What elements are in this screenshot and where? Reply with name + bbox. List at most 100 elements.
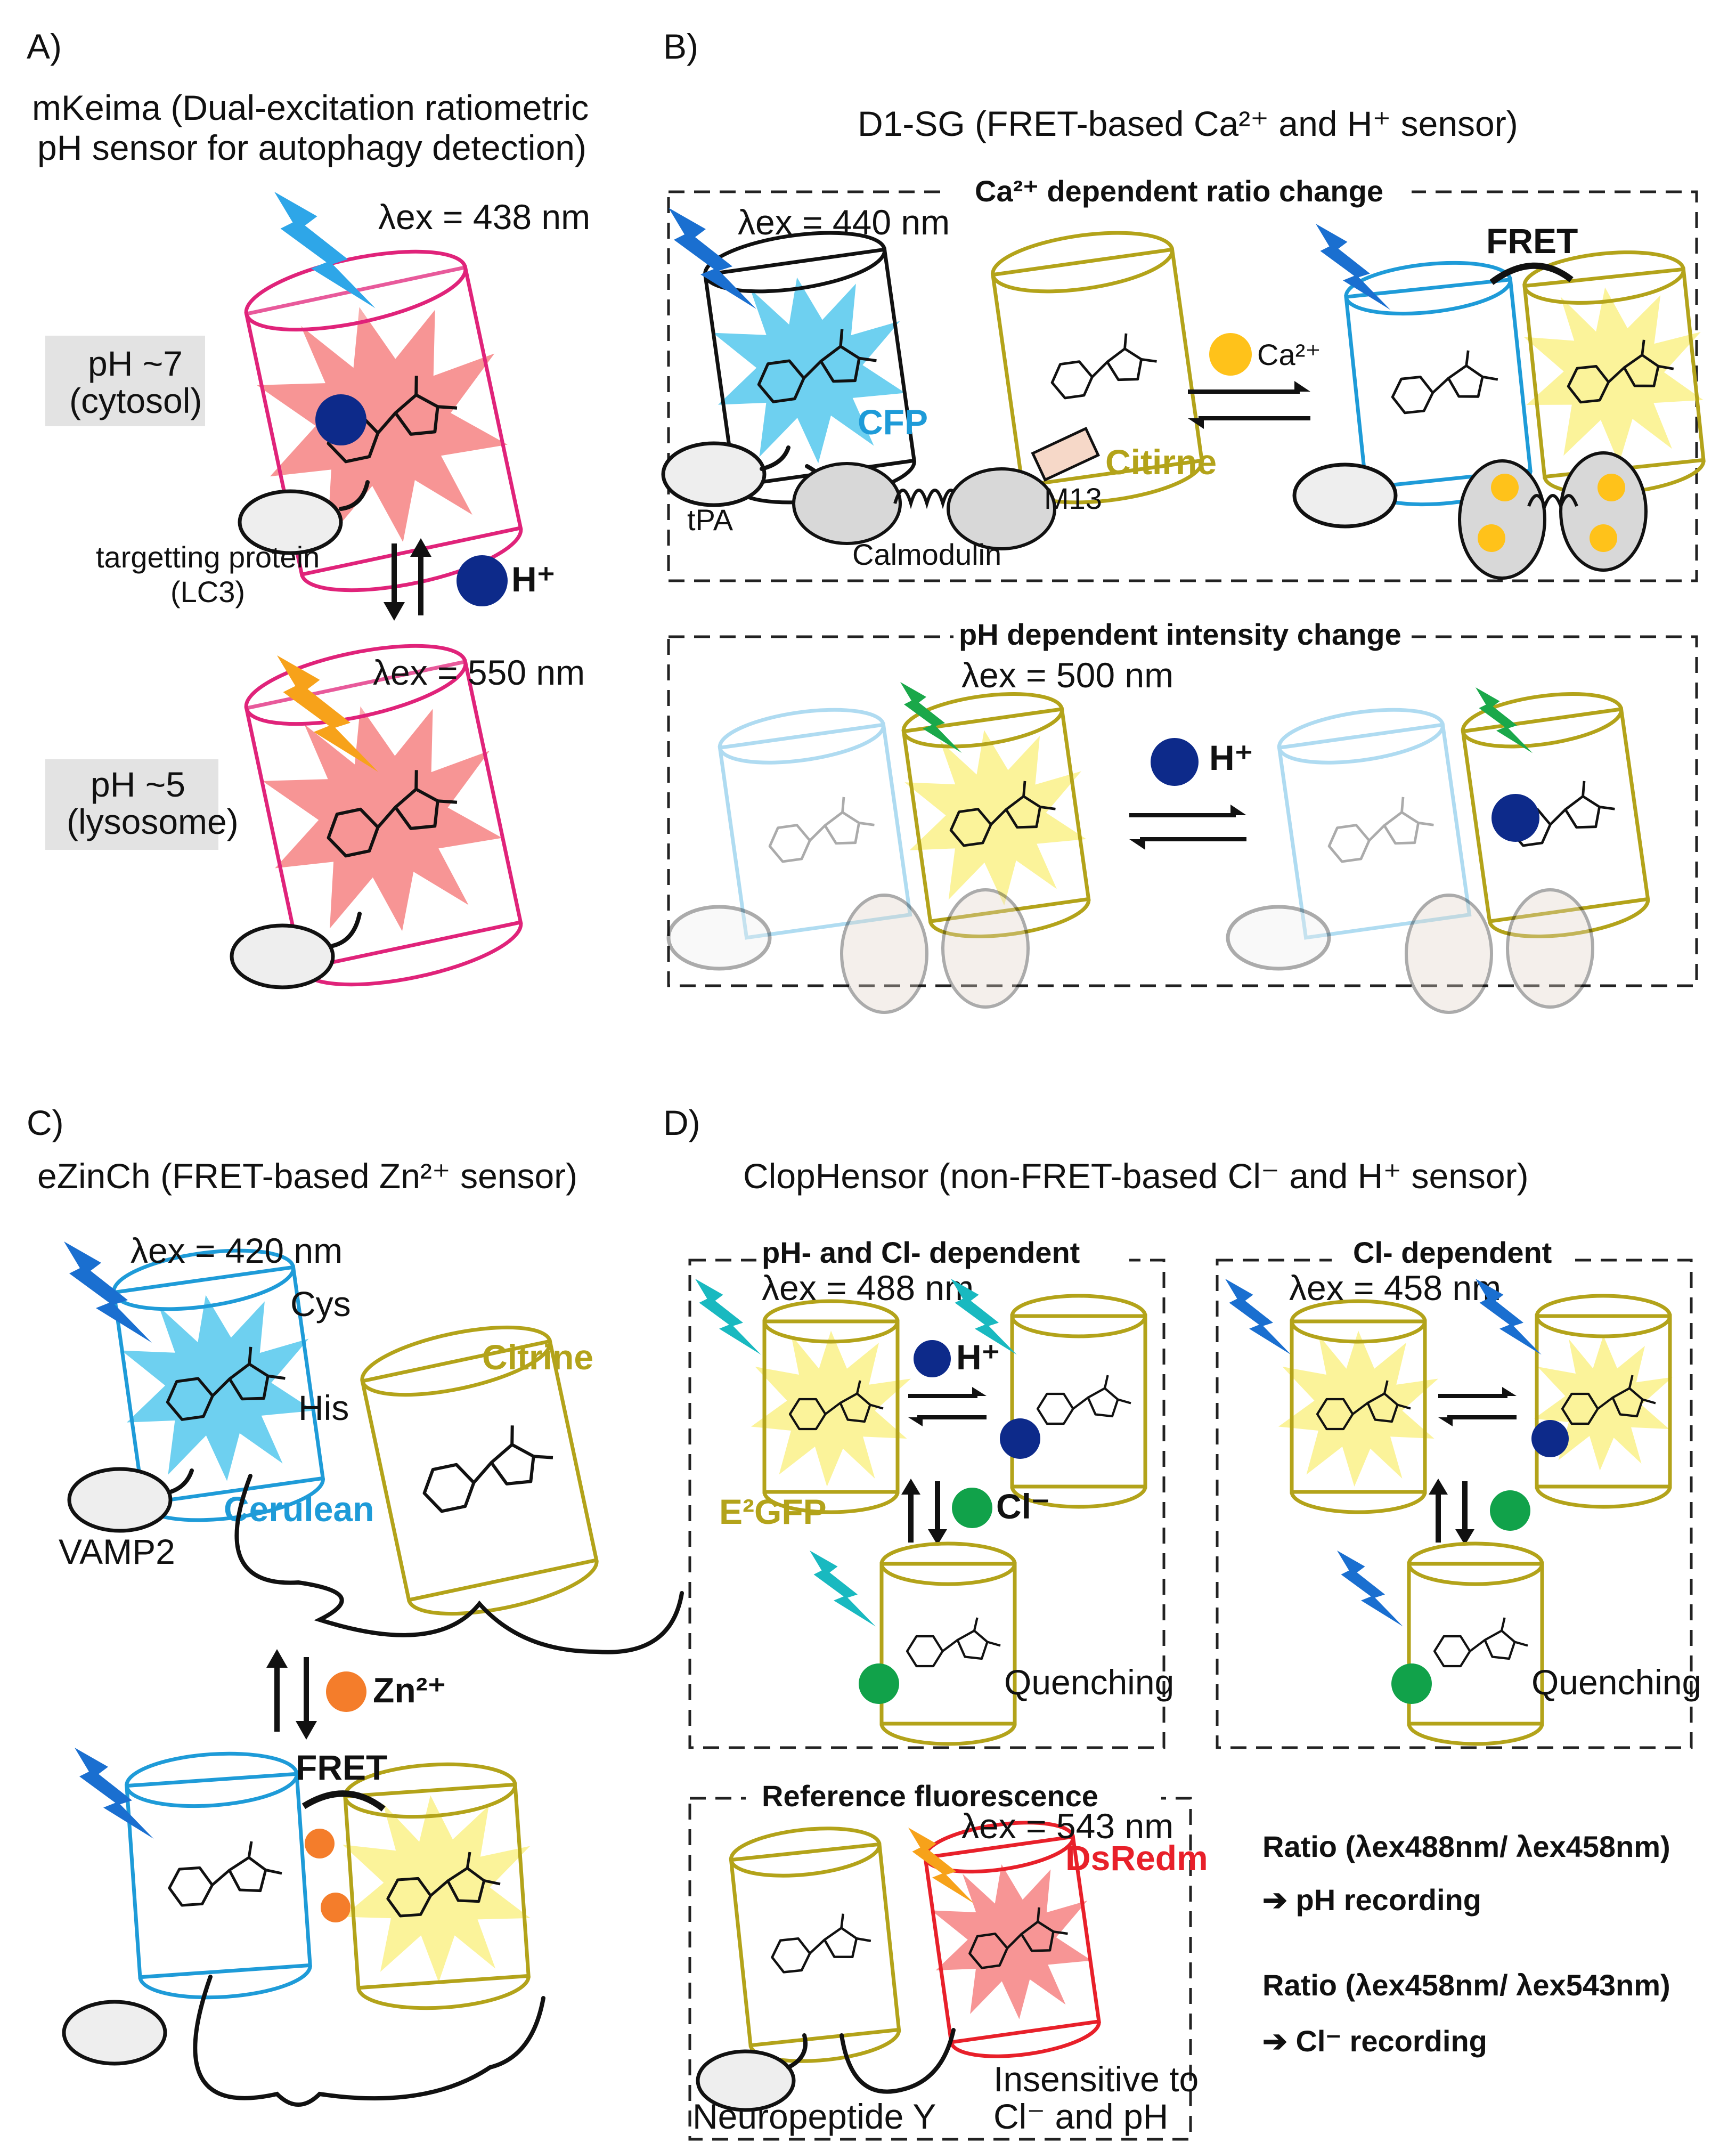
e2gfp-label: E²GFP <box>719 1492 827 1531</box>
calcium-label: Ca²⁺ <box>1257 338 1321 371</box>
e2gfp-cl-protonated <box>1534 1294 1673 1509</box>
m13-label: M13 <box>1044 482 1102 515</box>
cfp-label: CFP <box>858 402 928 442</box>
mkeima-barrel-bottom <box>244 659 523 971</box>
lc3-ellipse <box>238 489 343 555</box>
reference-box-title: Reference fluorescence <box>762 1779 1098 1813</box>
proton-ball <box>1151 738 1199 786</box>
panel-c-label: C) <box>27 1103 64 1142</box>
e2gfp-cl-bright <box>1278 1299 1438 1514</box>
dsredm-barrel <box>923 1835 1101 2044</box>
m13-block <box>1031 426 1101 482</box>
ph7-text: pH ~7 <box>88 344 183 383</box>
faded-cfp-right <box>1277 708 1472 940</box>
lambda-550: λex = 550 nm <box>373 653 585 692</box>
tpa-label: tPA <box>687 503 733 537</box>
proton-ball <box>457 555 508 606</box>
lightning-bolt-icon <box>810 1551 876 1627</box>
zinc-label: Zn²⁺ <box>373 1670 446 1710</box>
his-label: His <box>298 1388 349 1427</box>
zinc-ion <box>326 1671 366 1712</box>
insensitive-label-2: Cl⁻ and pH <box>993 2097 1168 2136</box>
proton-label: H⁺ <box>511 559 556 599</box>
lambda-543: λex = 543 nm <box>961 1806 1173 1846</box>
proton-ball <box>315 394 366 445</box>
linker-line <box>234 1474 684 1654</box>
dsredm-label: DsRedm <box>1065 1838 1208 1878</box>
fret-label: FRET <box>1486 221 1578 261</box>
ph-cl-box-title: pH- and Cl- dependent <box>762 1236 1080 1269</box>
vamp2-ellipse <box>67 1467 173 1533</box>
faded-linker <box>666 888 1030 1014</box>
lightning-bolt-icon <box>1476 1279 1542 1355</box>
ph5-subtext: (lysosome) <box>67 802 239 841</box>
equilibrium-arrows <box>1429 1479 1474 1545</box>
proton-label-d: H⁺ <box>956 1337 1000 1377</box>
lambda-420: λex = 420 nm <box>131 1231 343 1270</box>
citrine-c-group <box>360 1325 599 1616</box>
ph5-text: pH ~5 <box>91 765 185 804</box>
ph7-subtext: (cytosol) <box>69 381 202 420</box>
equilibrium-arrows <box>1129 805 1246 850</box>
cerulean-fret-group <box>125 1751 312 2000</box>
cl-box-title: Cl- dependent <box>1353 1236 1552 1269</box>
citrine-ph-group <box>894 692 1099 938</box>
quenching-label-2: Quenching <box>1531 1662 1701 1702</box>
cfp-barrel-fret <box>1344 277 1533 490</box>
chloride-label: Cl⁻ <box>996 1487 1050 1526</box>
e2gfp-bright <box>751 1299 911 1514</box>
lightning-bolt-icon <box>695 1279 761 1355</box>
panel-a-label: A) <box>27 27 62 66</box>
ratio2-text: Ratio (λex458nm/ λex543nm) <box>1262 1968 1670 2002</box>
proton-ball <box>1492 794 1539 842</box>
tpa-ellipse <box>661 441 767 507</box>
equilibrium-arrows <box>908 1387 987 1426</box>
e2gfp-protonated <box>1010 1294 1147 1509</box>
ph7-badge <box>45 336 205 426</box>
panel-a-title-line2: pH sensor for autophagy detection) <box>37 128 586 167</box>
lambda-458: λex = 458 nm <box>1289 1268 1501 1308</box>
lc3-ellipse <box>230 923 335 989</box>
panel-d-label: D) <box>663 1103 700 1142</box>
cerulean-label: Cerulean <box>224 1489 374 1529</box>
linker-line <box>339 480 370 511</box>
equilibrium-arrows <box>901 1479 947 1545</box>
faded-cfp <box>718 708 912 940</box>
ratio2-result: ➔ Cl⁻ recording <box>1262 2024 1487 2058</box>
lambda-440: λex = 440 nm <box>738 202 950 242</box>
lc3-label: (LC3) <box>170 575 245 608</box>
panel-a-title-line1: mKeima (Dual-excitation ratiometric <box>32 88 589 127</box>
ratio1-result: ➔ pH recording <box>1262 1883 1481 1917</box>
reference-box <box>688 1797 1192 2141</box>
lightning-bolt-icon <box>75 1748 154 1839</box>
lambda-488: λex = 488 nm <box>762 1268 974 1308</box>
equilibrium-arrows <box>1188 381 1310 429</box>
lightning-bolt-icon <box>900 682 962 753</box>
ph5-badge <box>45 759 218 850</box>
panel-c-title: eZinCh (FRET-based Zn²⁺ sensor) <box>37 1156 577 1196</box>
lambda-500: λex = 500 nm <box>961 655 1173 695</box>
ratio1-text: Ratio (λex488nm/ λex458nm) <box>1262 1830 1670 1863</box>
fret-arrow <box>1489 262 1574 285</box>
insensitive-label-1: Insensitive to <box>993 2059 1199 2099</box>
neuropeptide-label: Neuropeptide Y <box>692 2097 936 2136</box>
proton-label-b: H⁺ <box>1209 738 1253 777</box>
equilibrium-arrows <box>1438 1387 1517 1426</box>
citrine-ref <box>729 1827 901 2063</box>
citrine-label: Citirne <box>1105 442 1217 482</box>
calmodulin-label: Calmodulin <box>852 538 1001 571</box>
linker-line <box>840 2028 956 2094</box>
panel-d-title: ClopHensor (non-FRET-based Cl⁻ and H⁺ se… <box>743 1156 1529 1196</box>
panel-b-title: D1-SG (FRET-based Ca²⁺ and H⁺ sensor) <box>858 104 1518 143</box>
citrine-barrel-c <box>360 1339 599 1602</box>
e2gfp-quenched <box>879 1541 1017 1746</box>
lightning-bolt-icon <box>1225 1279 1291 1355</box>
quenching-label: Quenching <box>1004 1662 1174 1702</box>
cys-label: Cys <box>290 1284 351 1324</box>
equilibrium-arrows <box>266 1649 317 1740</box>
citrine-ph-right <box>1461 692 1650 938</box>
ca-box-title: Ca²⁺ dependent ratio change <box>975 174 1383 208</box>
calmodulin-lobe <box>947 467 1056 550</box>
lambda-438: λex = 438 nm <box>378 197 590 237</box>
